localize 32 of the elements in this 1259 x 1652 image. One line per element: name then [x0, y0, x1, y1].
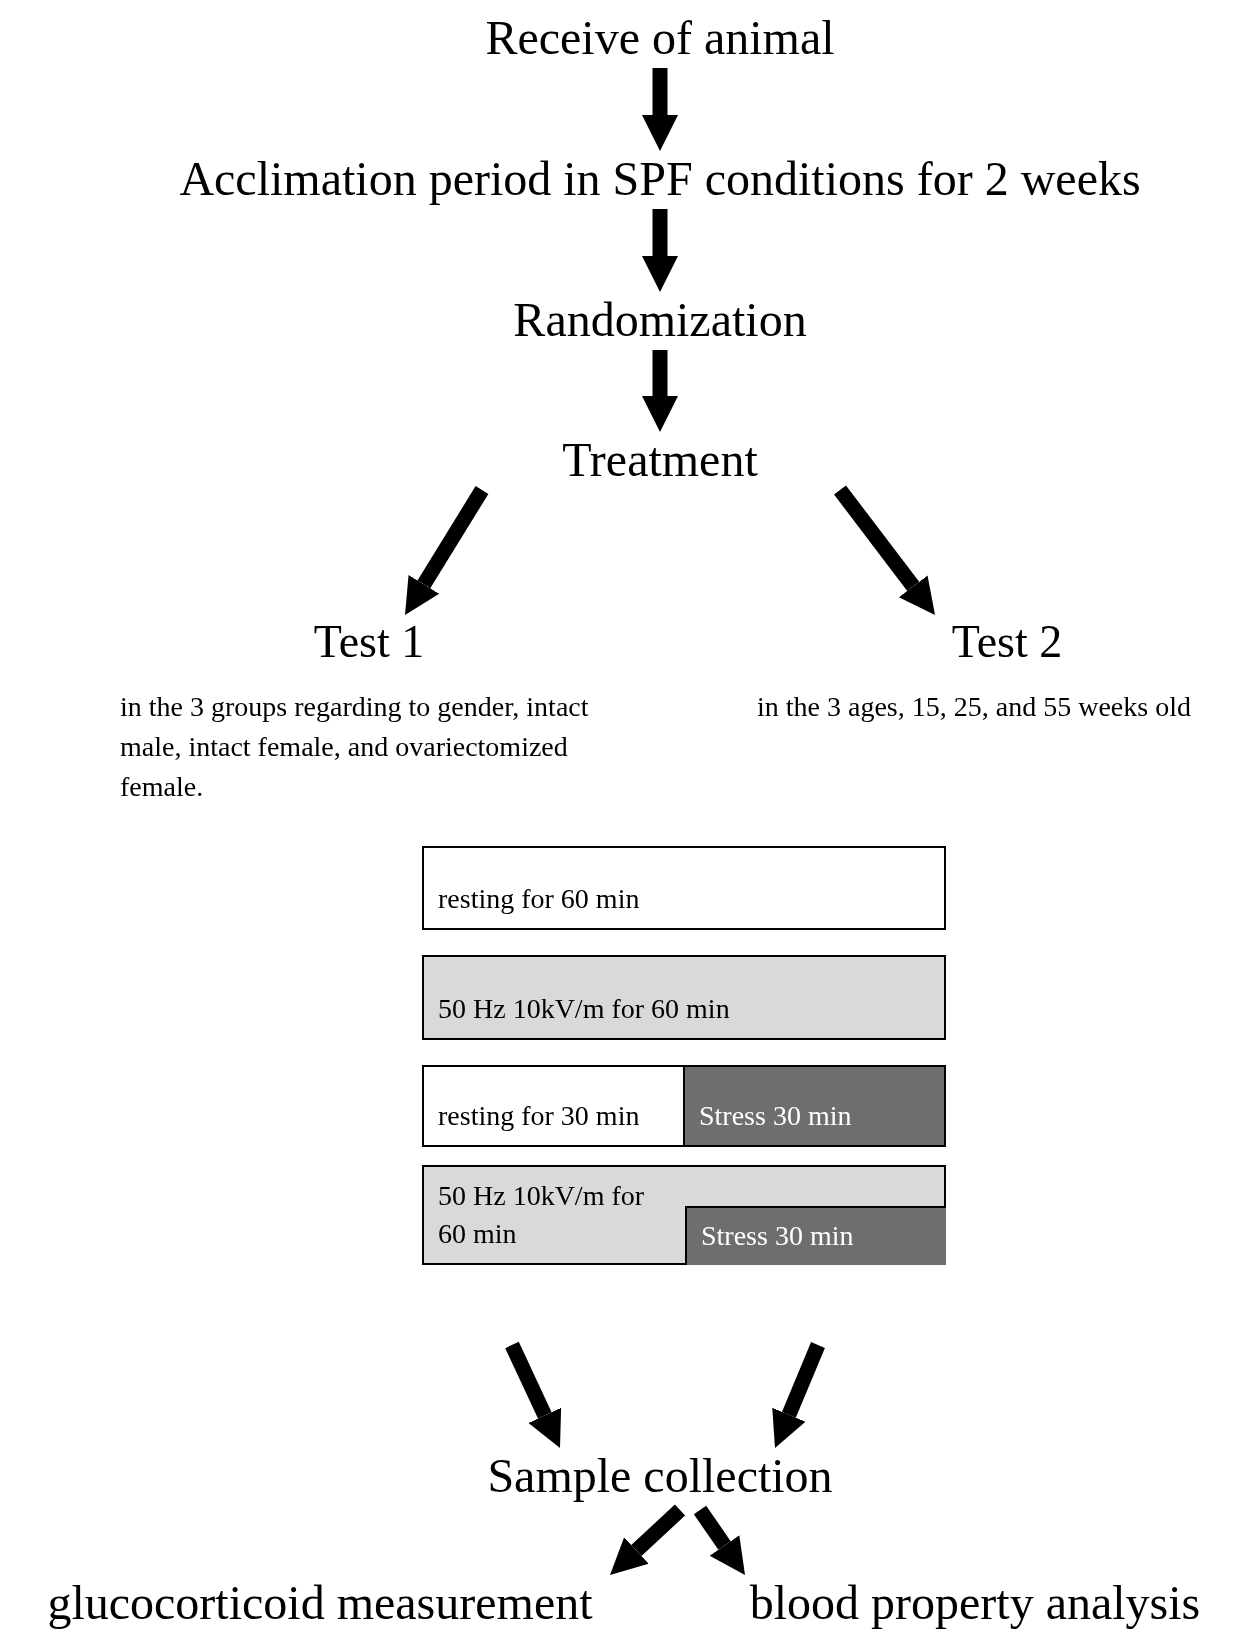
protocol-bar	[422, 955, 946, 1040]
protocol-bar	[683, 1065, 946, 1147]
test-description: in the 3 groups regarding to gender, intact male, intact female, and ovariectomized female.	[120, 690, 590, 804]
arrow	[834, 485, 935, 615]
test-heading: Test 2	[950, 615, 1064, 669]
protocol-bar	[422, 1165, 946, 1265]
test-description: in the 3 ages, 15, 25, and 55 weeks old	[757, 690, 1192, 724]
arrow	[642, 209, 678, 292]
protocol-bar	[422, 846, 946, 930]
step-label: Receive of animal	[484, 10, 836, 66]
protocol-bar	[422, 1065, 685, 1147]
step-label: Acclimation period in SPF conditions for 2 weeks	[178, 151, 1142, 207]
arrow	[610, 1504, 686, 1575]
protocol-label: resting for 30 min	[438, 1099, 640, 1133]
test-heading: Test 1	[312, 615, 426, 669]
arrow	[772, 1342, 825, 1448]
protocol-label: Stress 30 min	[699, 1099, 852, 1133]
protocol-label: resting for 60 min	[438, 882, 640, 916]
arrow	[693, 1505, 745, 1575]
protocol-label: 50 Hz 10kV/m for 60 min	[438, 992, 730, 1026]
protocol-bar	[685, 1206, 946, 1265]
arrow	[505, 1341, 562, 1448]
step-label: blood property analysis	[748, 1575, 1202, 1631]
step-label: glucocorticoid measurement	[46, 1575, 594, 1631]
step-label: Randomization	[512, 292, 808, 348]
arrow	[642, 68, 678, 151]
step-label: Sample collection	[486, 1448, 834, 1504]
protocol-label: 50 Hz 10kV/m for 60 min	[438, 1179, 646, 1251]
arrow	[405, 486, 489, 615]
arrow	[642, 350, 678, 432]
protocol-label: Stress 30 min	[701, 1219, 854, 1253]
step-label: Treatment	[561, 432, 759, 488]
